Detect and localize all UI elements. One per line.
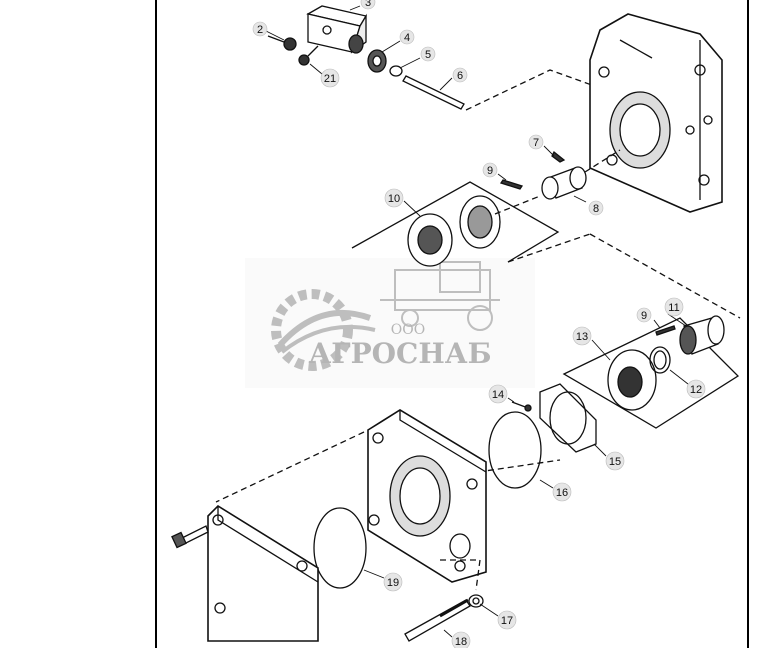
callout-number: 5 xyxy=(425,49,431,61)
callout-bubble xyxy=(572,326,592,346)
callout-bubble xyxy=(686,379,706,399)
callout-bubble xyxy=(399,29,415,45)
callout-bubble xyxy=(320,68,340,88)
callout-4: 4 xyxy=(399,29,415,45)
callout-18: 18 xyxy=(451,631,471,648)
callout-number: 4 xyxy=(404,32,410,44)
callout-13: 13 xyxy=(572,326,592,346)
callout-16: 16 xyxy=(552,482,572,502)
bearing-part-11 xyxy=(679,315,725,355)
callout-number: 2 xyxy=(257,24,263,36)
callout-number: 12 xyxy=(690,384,702,396)
callout-bubble xyxy=(384,188,404,208)
callout-15: 15 xyxy=(605,451,625,471)
valve-block-part xyxy=(306,5,368,54)
seal-part-12 xyxy=(649,346,671,374)
end-cover-part xyxy=(207,504,319,642)
gear-logo-icon xyxy=(271,289,376,371)
callout-21: 21 xyxy=(320,68,340,88)
screw-part-2 xyxy=(267,35,297,51)
callout-9: 9 xyxy=(636,307,652,323)
fitting-part-21 xyxy=(298,45,319,66)
nut-part-4 xyxy=(367,49,387,73)
callout-bubble xyxy=(420,46,436,62)
pin-part-9-lower xyxy=(655,325,676,336)
lower-housing-part xyxy=(367,409,487,583)
pin-part-9-upper xyxy=(499,179,524,190)
callout-number: 3 xyxy=(365,0,371,9)
watermark-brand-text: АГРОСНАБ xyxy=(308,337,491,370)
callout-bubble xyxy=(451,631,471,648)
callout-bubble xyxy=(588,200,604,216)
callout-bubble xyxy=(664,297,684,317)
callout-17: 17 xyxy=(497,610,517,630)
callout-10: 10 xyxy=(384,188,404,208)
callout-bubble xyxy=(552,482,572,502)
callout-bubble xyxy=(528,134,544,150)
callout-19: 19 xyxy=(383,572,403,592)
pump-housing-part xyxy=(589,13,723,213)
stud-part-18 xyxy=(404,598,471,642)
oring-part-16 xyxy=(488,411,542,489)
pin-part-6 xyxy=(402,75,465,110)
callout-number: 11 xyxy=(668,302,679,314)
callout-number: 18 xyxy=(455,636,467,648)
callout-7: 7 xyxy=(528,134,544,150)
callout-bubble xyxy=(482,162,498,178)
callout-6: 6 xyxy=(452,67,468,83)
bushing-part-8 xyxy=(541,166,587,200)
key-part-7 xyxy=(551,150,566,163)
callout-number: 14 xyxy=(492,389,504,401)
callout-number: 17 xyxy=(501,615,513,627)
gear-group-part-13 xyxy=(562,317,740,429)
bolt-part xyxy=(171,525,209,549)
callout-bubble xyxy=(360,0,376,10)
screw-part-14 xyxy=(511,401,532,412)
callout-number: 15 xyxy=(609,456,621,468)
callout-number: 8 xyxy=(593,203,599,215)
callout-9: 9 xyxy=(482,162,498,178)
callout-3: 3 xyxy=(360,0,376,10)
callout-bubble xyxy=(252,21,268,37)
callout-bubble xyxy=(497,610,517,630)
leader-lines xyxy=(265,5,689,638)
callout-number: 13 xyxy=(576,331,588,343)
callout-labels: 2 3 4 5 6 21 7 8 9 10 11 9 12 13 14 15 16 17 18 19 xyxy=(252,0,706,648)
callout-5: 5 xyxy=(420,46,436,62)
callout-bubble xyxy=(452,67,468,83)
callout-14: 14 xyxy=(488,384,508,404)
callout-number: 7 xyxy=(533,137,539,149)
callout-bubble xyxy=(636,307,652,323)
oring-part-19 xyxy=(313,507,367,589)
callout-number: 19 xyxy=(387,577,399,589)
washer-part-17 xyxy=(468,594,484,608)
tractor-logo-icon xyxy=(380,261,500,331)
callout-number: 9 xyxy=(487,165,493,177)
callout-11: 11 xyxy=(664,297,684,317)
callout-bubble xyxy=(488,384,508,404)
callout-12: 12 xyxy=(686,379,706,399)
callout-number: 16 xyxy=(556,487,568,499)
callout-number: 6 xyxy=(457,70,463,82)
oring-part-5 xyxy=(389,65,403,77)
gasket-part-15 xyxy=(539,383,597,453)
callout-bubble xyxy=(605,451,625,471)
callout-2: 2 xyxy=(252,21,268,37)
watermark-small-text: ООО xyxy=(391,322,425,338)
gear-group-part-10 xyxy=(351,181,560,267)
drawing-frame xyxy=(155,0,749,648)
callout-number: 21 xyxy=(324,73,336,85)
agrosnab-watermark: ООО АГРОСНАБ xyxy=(245,258,535,388)
callout-8: 8 xyxy=(588,200,604,216)
callout-number: 9 xyxy=(641,310,647,322)
callout-bubble xyxy=(383,572,403,592)
callout-number: 10 xyxy=(388,193,400,205)
